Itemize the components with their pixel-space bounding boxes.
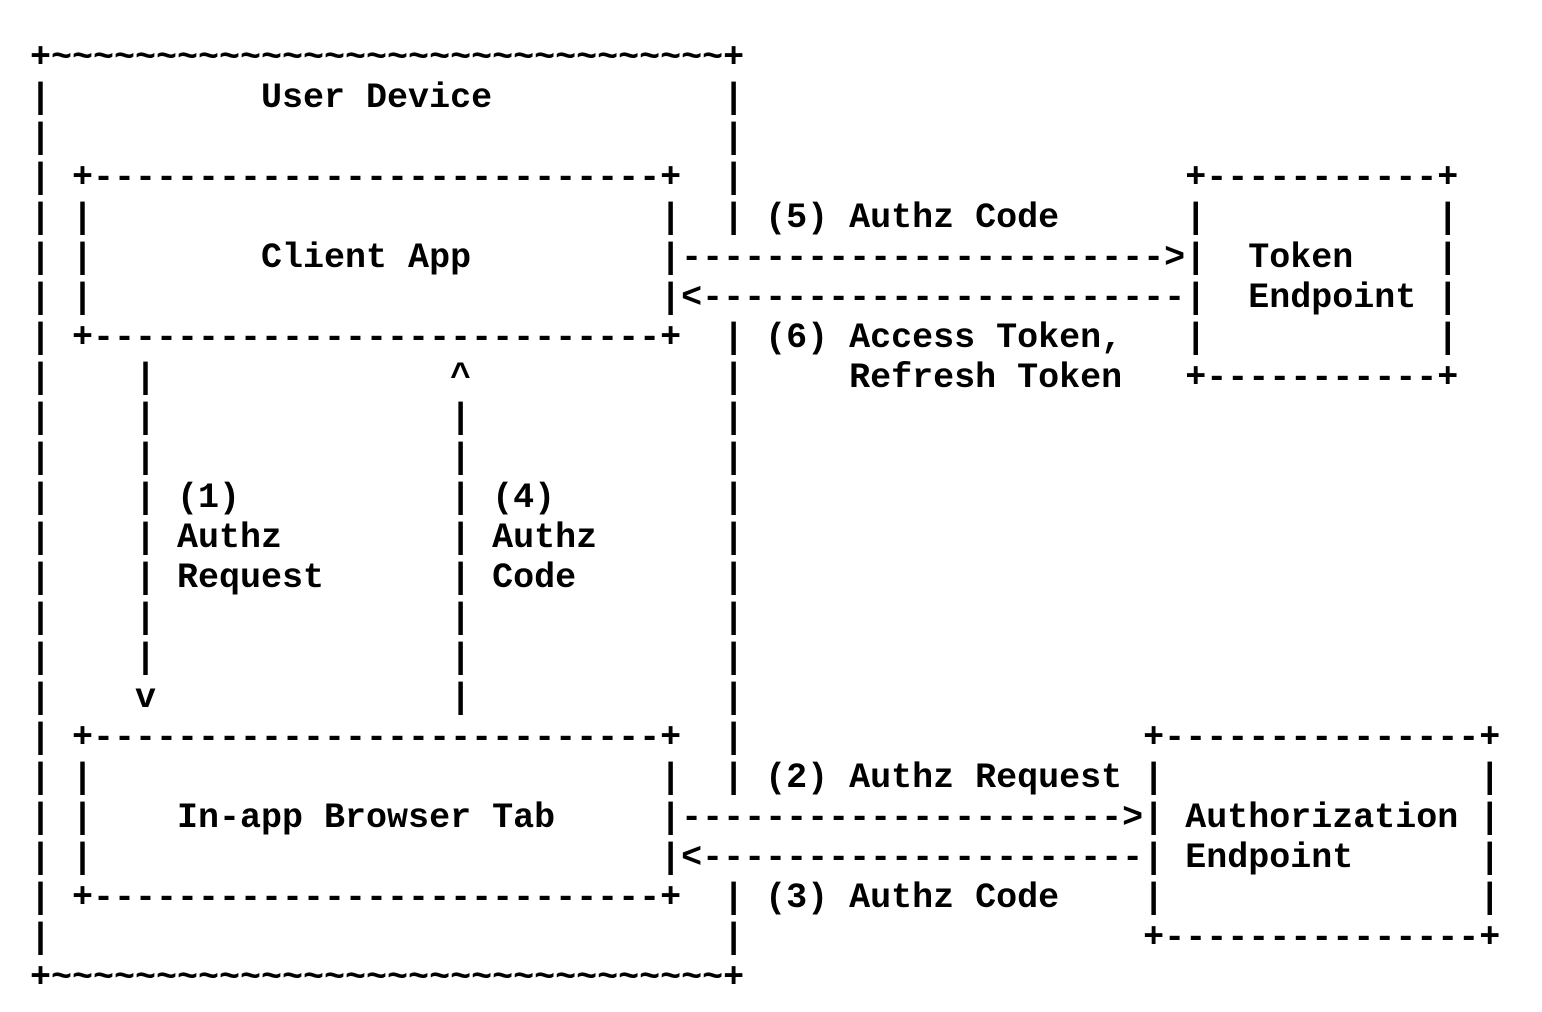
- authorization-endpoint-box: [1143, 718, 1500, 958]
- oauth-flow-ascii-diagram: +~~~~~~~~~~~~~~~~~~~~~~~~~~~~~~~~+ | Use…: [30, 38, 1501, 998]
- token-endpoint-box: [1185, 158, 1458, 398]
- client-app-box: [72, 158, 681, 358]
- in-app-browser-tab-box: [72, 718, 681, 918]
